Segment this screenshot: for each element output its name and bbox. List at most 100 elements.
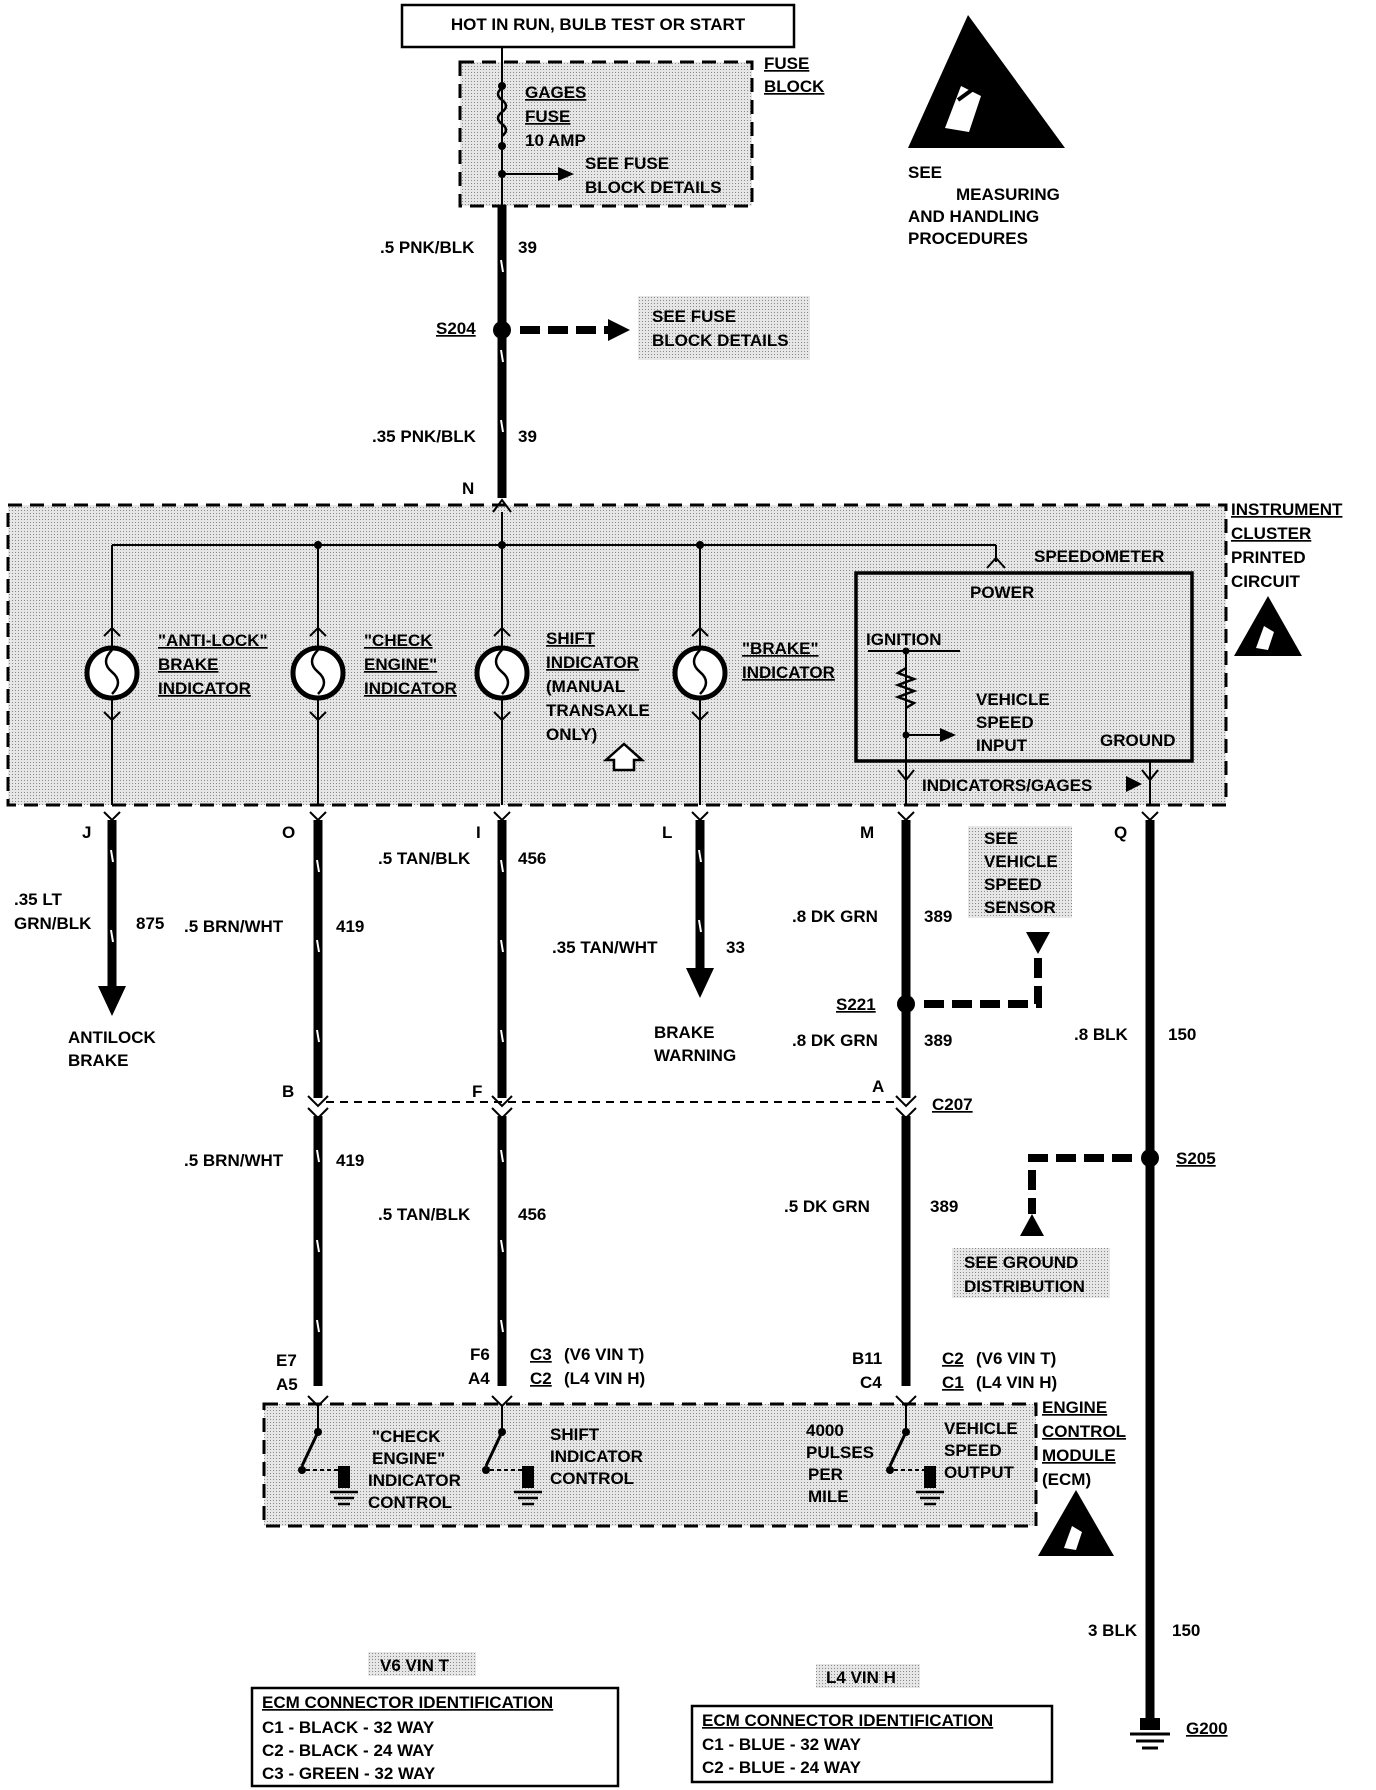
esd-note-3: AND HANDLING	[908, 207, 1039, 226]
wire-456-circuit-1: 456	[518, 849, 546, 868]
shift-label-5: ONLY)	[546, 725, 597, 744]
esd-icon-ecm	[1038, 1490, 1114, 1556]
ecm-pin-a4: A4	[468, 1369, 490, 1388]
cluster-label-4: CIRCUIT	[1231, 572, 1301, 591]
table-v6-row-2: C2 - BLACK - 24 WAY	[262, 1741, 435, 1760]
wire-875-gauge-2: GRN/BLK	[14, 914, 92, 933]
speedometer-ground: GROUND	[1100, 731, 1176, 750]
vso-label-1: VEHICLE	[944, 1419, 1018, 1438]
title-box	[400, 3, 796, 49]
cluster-label-2: CLUSTER	[1231, 524, 1311, 543]
shift-label-1: SHIFT	[546, 629, 596, 648]
antilock-dest-1: ANTILOCK	[68, 1028, 157, 1047]
ecm-label-3: MODULE	[1042, 1446, 1116, 1465]
brake-label-1: "BRAKE"	[742, 639, 819, 658]
wire-150-gauge-1: .8 BLK	[1074, 1025, 1129, 1044]
splice-s204-label: S204	[436, 319, 476, 338]
vso-label-3: OUTPUT	[944, 1463, 1015, 1482]
wire-389-gauge-2: .8 DK GRN	[792, 1031, 878, 1050]
antilock-dest-2: BRAKE	[68, 1051, 128, 1070]
wire-39-gauge-1: .5 PNK/BLK	[380, 238, 475, 257]
wire-33-gauge: .35 TAN/WHT	[552, 938, 658, 957]
vso-label-2: SPEED	[944, 1441, 1002, 1460]
wire-456-gauge-2: .5 TAN/BLK	[378, 1205, 471, 1224]
pulses-label-2: PULSES	[806, 1443, 874, 1462]
fuse-see-1: SEE FUSE	[585, 154, 669, 173]
s204-see-2: BLOCK DETAILS	[652, 331, 789, 350]
ground-note-2: DISTRIBUTION	[964, 1277, 1085, 1296]
lamp-check-engine	[290, 545, 346, 805]
shift-label-2: INDICATOR	[546, 653, 639, 672]
wire-39-gauge-2: .35 PNK/BLK	[372, 427, 477, 446]
table-l4-tag: L4 VIN H	[826, 1668, 896, 1687]
fuse-symbol	[496, 87, 508, 137]
vehicle-speed-output-switch	[886, 1406, 944, 1506]
pulses-label-3: PER	[808, 1465, 843, 1484]
cei-label-4: CONTROL	[368, 1493, 452, 1512]
wire-150-circuit-2: 150	[1172, 1621, 1200, 1640]
title-text: HOT IN RUN, BULB TEST OR START	[451, 15, 746, 34]
ecm-pin-b11: B11	[852, 1349, 882, 1368]
wire-39-circuit-1: 39	[518, 238, 537, 257]
ecm-label-1: ENGINE	[1042, 1398, 1107, 1417]
wire-39-circuit-2: 39	[518, 427, 537, 446]
pin-q: Q	[1114, 823, 1127, 842]
shift-up-arrow-icon	[602, 742, 646, 772]
wire-33-arrow	[686, 968, 714, 998]
instrument-cluster-border	[6, 503, 1228, 807]
splice-s205-label: S205	[1176, 1149, 1216, 1168]
wire-419-circuit-2: 419	[336, 1151, 364, 1170]
table-v6-row-3: C3 - GREEN - 32 WAY	[262, 1764, 436, 1783]
fuse-block-label-1: FUSE	[764, 54, 809, 73]
pulses-label-4: MILE	[808, 1487, 849, 1506]
ecm-conn-c2-b-vin: (V6 VIN T)	[976, 1349, 1056, 1368]
pin-n: N	[462, 479, 474, 498]
fuse-rating: 10 AMP	[525, 131, 586, 150]
splice-s205	[1141, 1149, 1159, 1167]
cluster-label-1: INSTRUMENT	[1231, 500, 1343, 519]
ecm-conn-c1: C1	[942, 1373, 964, 1392]
brake-warning-dest-2: WARNING	[654, 1046, 736, 1065]
check-engine-label-1: "CHECK	[364, 631, 433, 650]
table-v6-tag: V6 VIN T	[380, 1656, 450, 1675]
speedometer-ignition: IGNITION	[866, 630, 942, 649]
wire-389-gauge-3: .5 DK GRN	[784, 1197, 870, 1216]
indicators-gages-label: INDICATORS/GAGES	[922, 776, 1092, 795]
check-engine-switch	[298, 1406, 358, 1506]
pin-o: O	[282, 823, 295, 842]
ecm-conn-c1-vin: (L4 VIN H)	[976, 1373, 1057, 1392]
speedometer-label: SPEEDOMETER	[1034, 547, 1164, 566]
speed-resistor	[894, 666, 918, 710]
pulses-label-1: 4000	[806, 1421, 844, 1440]
pin-i: I	[476, 823, 481, 842]
anti-lock-label-1: "ANTI-LOCK"	[158, 631, 268, 650]
sic-label-3: CONTROL	[550, 1469, 634, 1488]
fuse-name-1: GAGES	[525, 83, 586, 102]
c207-pin-f: F	[472, 1082, 482, 1101]
esd-warning-icon	[908, 15, 1065, 148]
table-l4-header: ECM CONNECTOR IDENTIFICATION	[702, 1711, 993, 1730]
anti-lock-label-3: INDICATOR	[158, 679, 251, 698]
ecm-conn-c2-vin: (L4 VIN H)	[564, 1369, 645, 1388]
wire-33-circuit: 33	[726, 938, 745, 957]
speedometer-box	[854, 571, 1194, 763]
wire-419-gauge-2: .5 BRN/WHT	[184, 1151, 284, 1170]
shift-label-3: (MANUAL	[546, 677, 625, 696]
c207-label: C207	[932, 1095, 973, 1114]
vss-note-1: SEE	[984, 829, 1018, 848]
ecm-pin-a5: A5	[276, 1375, 298, 1394]
shift-label-4: TRANSAXLE	[546, 701, 650, 720]
table-v6-header: ECM CONNECTOR IDENTIFICATION	[262, 1693, 553, 1712]
pin-m: M	[860, 823, 874, 842]
anti-lock-label-2: BRAKE	[158, 655, 218, 674]
wire-456-gauge-1: .5 TAN/BLK	[378, 849, 471, 868]
wire-389-circuit-1: 389	[924, 907, 952, 926]
ecm-border	[262, 1402, 1038, 1528]
cei-label-1: "CHECK	[372, 1427, 441, 1446]
ecm-conn-c2: C2	[530, 1369, 552, 1388]
c207-pin-a: A	[872, 1077, 884, 1096]
wire-875-gauge-1: .35 LT	[14, 890, 62, 909]
c207-pin-b: B	[282, 1082, 294, 1101]
esd-note-2: MEASURING	[956, 185, 1060, 204]
ground-note-1: SEE GROUND	[964, 1253, 1078, 1272]
